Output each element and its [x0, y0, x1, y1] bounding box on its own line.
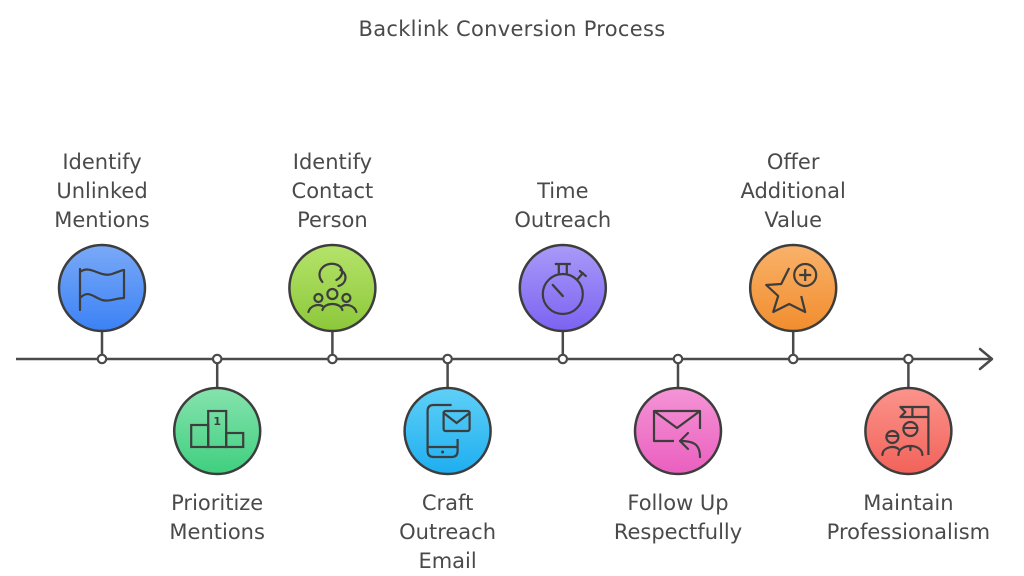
timeline-node — [442, 353, 453, 365]
step-label-line: Additional — [740, 179, 846, 203]
step-label-line: Unlinked — [56, 179, 148, 203]
timeline-step-1 — [57, 243, 147, 365]
timeline-node — [787, 353, 799, 365]
timeline-node — [557, 353, 569, 365]
step-label-line: Mentions — [54, 208, 150, 232]
timeline-arrowhead — [978, 347, 994, 371]
step-label-line: Mentions — [169, 520, 265, 544]
step-label-line: Offer — [766, 150, 820, 174]
timeline-node — [903, 353, 914, 365]
team-flag-icon — [881, 405, 930, 457]
step-circle — [172, 386, 262, 476]
diagram-title: Backlink Conversion Process — [358, 17, 666, 41]
timeline-step-2: 1 — [172, 353, 262, 476]
step-label-line: Prioritize — [171, 491, 264, 515]
podium-icon: 1 — [190, 409, 245, 449]
timeline-node — [96, 353, 108, 365]
step-label-line: Outreach — [514, 208, 612, 232]
timeline-step-6 — [633, 353, 723, 476]
step-circle — [748, 243, 838, 333]
step-label-line: Respectfully — [613, 520, 743, 544]
step-label-line: Person — [297, 208, 368, 232]
timeline-node — [672, 353, 684, 365]
timeline-step-7 — [748, 243, 838, 365]
contact-person-icon — [307, 262, 358, 314]
timeline-node — [211, 353, 223, 365]
step-label-line: Maintain — [863, 491, 954, 515]
step-label: Follow Up Respectfully — [568, 489, 788, 547]
mobile-email-icon — [426, 403, 471, 459]
step-label-line: Contact — [291, 179, 374, 203]
timeline-step-4 — [403, 353, 492, 476]
step-label-line: Identify — [62, 150, 142, 174]
step-label-line: Follow Up — [627, 491, 729, 515]
timeline-step-3 — [288, 243, 377, 365]
step-circle — [864, 386, 953, 476]
step-circle — [57, 243, 147, 333]
timeline-step-8 — [864, 353, 953, 476]
step-label-line: Identify — [292, 150, 373, 174]
step-label-line: Email — [418, 549, 477, 573]
step-label-line: Outreach — [399, 520, 497, 544]
star-plus-icon — [765, 262, 818, 314]
stopwatch-icon — [541, 262, 587, 316]
step-label-line: Value — [764, 208, 823, 232]
step-circle — [518, 243, 608, 333]
step-label-line: Time — [537, 179, 589, 203]
svg-text:1: 1 — [213, 415, 221, 428]
timeline-step-5 — [518, 243, 608, 365]
step-label-line: Craft — [421, 491, 474, 515]
timeline-node — [327, 353, 338, 365]
email-reply-icon — [652, 409, 702, 459]
step-label-line: Professionalism — [826, 520, 991, 544]
step-circle — [633, 386, 723, 476]
flag-icon — [78, 267, 126, 312]
